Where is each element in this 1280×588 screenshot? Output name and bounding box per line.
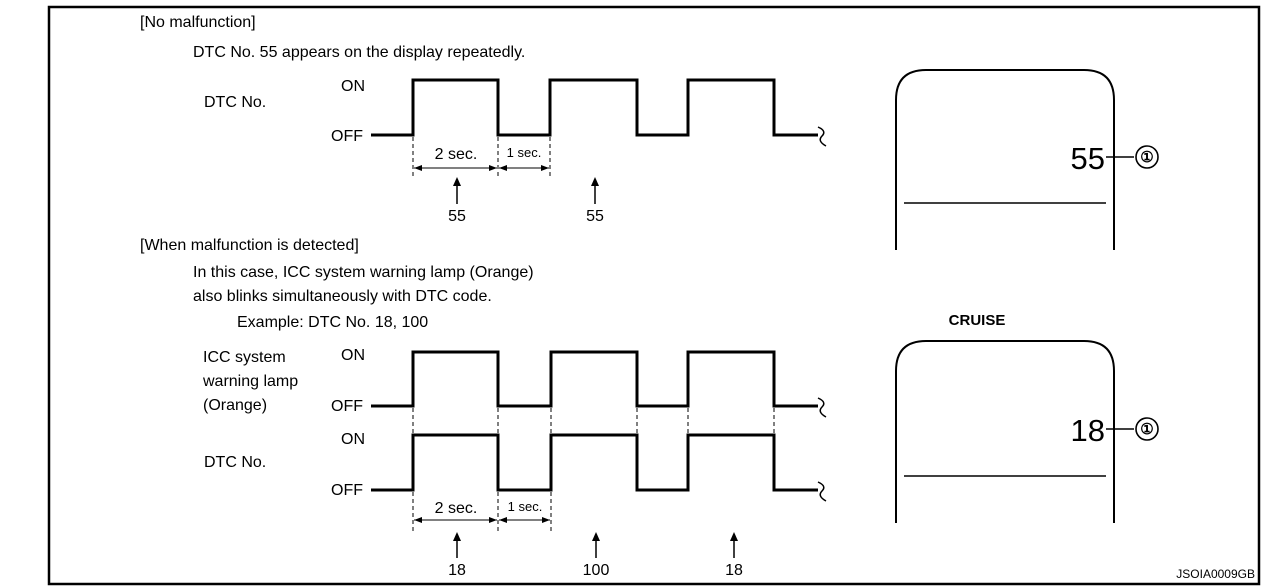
up-arrow-icon (730, 532, 738, 541)
off-label-bottom: OFF (331, 482, 363, 499)
up-arrow-icon (591, 177, 599, 186)
up-arrow-icon (453, 532, 461, 541)
dtc-signal-label-top: DTC No. (204, 94, 266, 111)
dtc-signal-label-bottom: DTC No. (204, 454, 266, 471)
callout-circle-top (1135, 145, 1159, 169)
malfunction-description-line2: also blinks simultaneously with DTC code… (193, 288, 492, 305)
dtc-waveform-top (371, 78, 818, 137)
display-panel-bottom (895, 340, 1115, 523)
off-label-lamp: OFF (331, 398, 363, 415)
marker-label-bottom-3: 18 (725, 562, 743, 579)
marker-label-bottom-1: 18 (448, 562, 466, 579)
on-label-lamp: ON (341, 347, 365, 364)
off-label-top: OFF (331, 128, 363, 145)
waveform-break-symbol-bottom (817, 481, 827, 502)
up-arrow-icon (453, 177, 461, 186)
on-label-bottom: ON (341, 431, 365, 448)
on-label-top: ON (341, 78, 365, 95)
callout-number-top: ① (1140, 149, 1153, 166)
marker-label-bottom-2: 100 (583, 562, 610, 579)
waveform-break-symbol-lamp (817, 397, 827, 418)
lamp-waveform (371, 350, 818, 408)
lamp-label-line2: warning lamp (202, 373, 298, 390)
figure-frame (47, 5, 1261, 586)
marker-label-top-2: 55 (586, 208, 604, 225)
lamp-label-line3: (Orange) (203, 397, 267, 414)
marker-label-top-1: 55 (448, 208, 466, 225)
lamp-label-line1: ICC system (203, 349, 286, 366)
display-panel-top (895, 69, 1115, 250)
malfunction-example: Example: DTC No. 18, 100 (237, 314, 428, 331)
off-duration-label-bottom: 1 sec. (508, 499, 543, 514)
off-duration-label-top: 1 sec. (507, 145, 542, 160)
waveform-break-symbol-top (817, 126, 827, 147)
no-malfunction-heading: [No malfunction] (140, 14, 256, 31)
on-duration-label-top: 2 sec. (435, 146, 478, 163)
figure-id: JSOIA0009GB (1176, 567, 1255, 581)
display-value-top: 55 (1071, 141, 1105, 176)
callout-circle-bottom (1135, 417, 1159, 441)
display-value-bottom: 18 (1071, 413, 1105, 448)
no-malfunction-description: DTC No. 55 appears on the display repeat… (193, 44, 525, 61)
dtc-waveform-bottom (371, 433, 818, 492)
cruise-label: CRUISE (949, 312, 1006, 329)
malfunction-heading: [When malfunction is detected] (140, 237, 359, 254)
callout-number-bottom: ① (1140, 421, 1153, 438)
on-duration-label-bottom: 2 sec. (435, 500, 478, 517)
malfunction-description-line1: In this case, ICC system warning lamp (O… (193, 264, 534, 281)
up-arrow-icon (592, 532, 600, 541)
